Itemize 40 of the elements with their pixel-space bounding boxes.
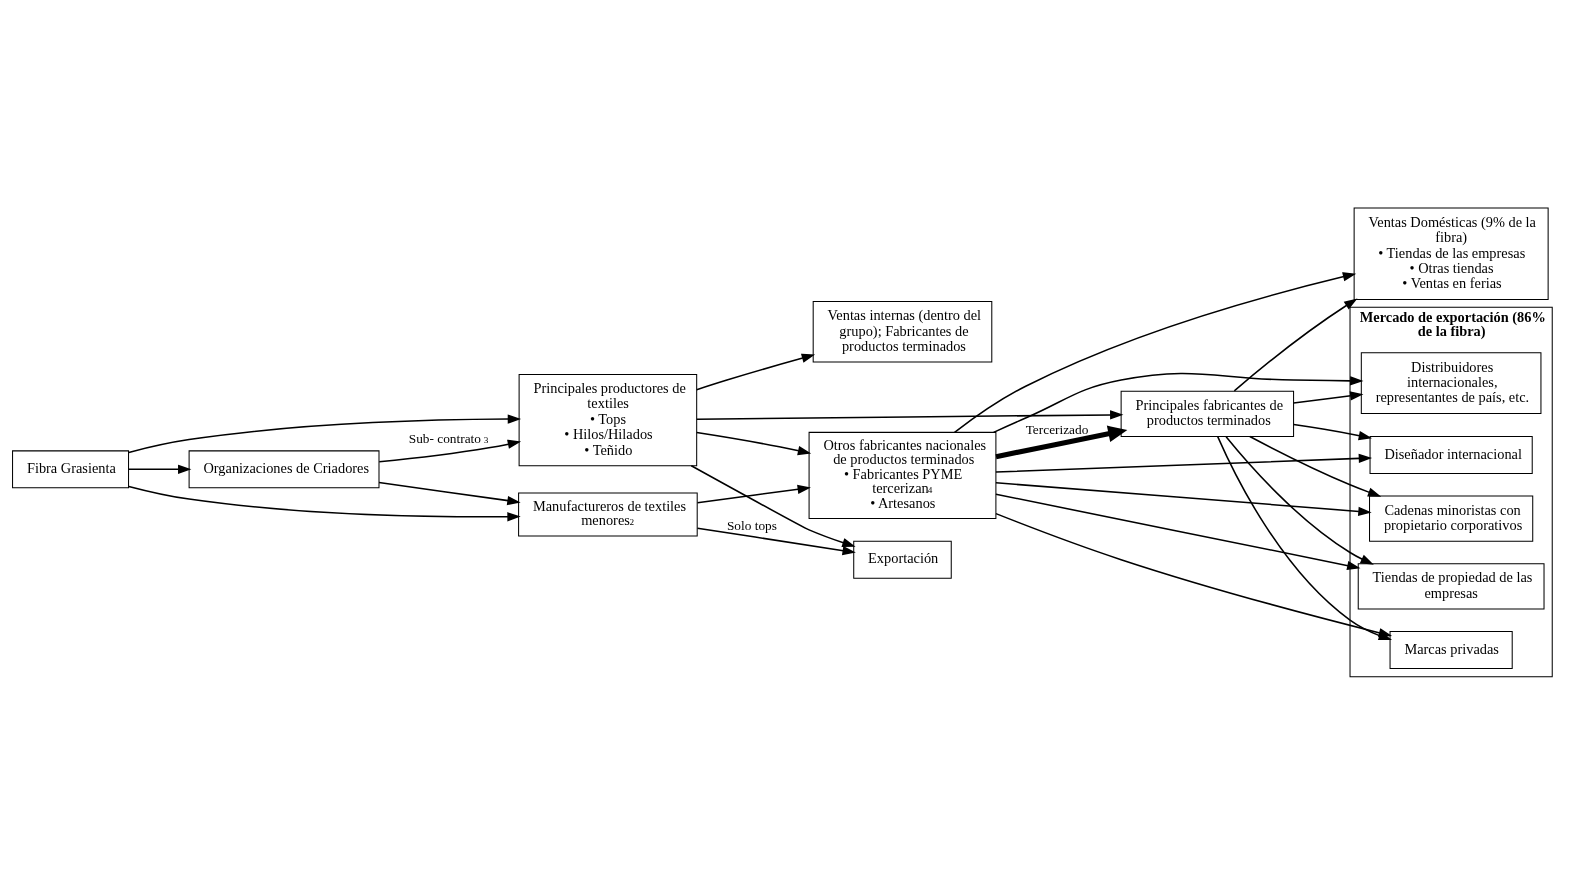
arrow bbox=[696, 410, 1124, 420]
node-box: Principales fabricantes de productos terminados bbox=[1120, 390, 1295, 437]
arrow bbox=[995, 482, 1372, 517]
arrow bbox=[695, 353, 816, 391]
arrow bbox=[1249, 435, 1382, 497]
arrow bbox=[128, 414, 522, 454]
node-box: Distribuidores internacionales, representantes de país, etc. bbox=[1360, 352, 1542, 414]
node-box: Ventas internas (dentro del grupo); Fabricantes de productos terminados bbox=[812, 301, 993, 363]
arrow bbox=[995, 512, 1393, 638]
arrow bbox=[696, 484, 811, 504]
edge-label: Tercerizado bbox=[1025, 421, 1089, 437]
arrow bbox=[995, 453, 1373, 473]
arrow bbox=[995, 425, 1128, 460]
arrow bbox=[1292, 423, 1373, 441]
arrow bbox=[1233, 298, 1358, 392]
arrow bbox=[128, 464, 192, 474]
arrow bbox=[992, 372, 1364, 434]
arrow bbox=[1292, 391, 1364, 404]
node-box: Organizaciones de Criadores bbox=[188, 450, 380, 489]
node-box: Marcas privadas bbox=[1389, 631, 1513, 669]
node-box: Exportación bbox=[853, 540, 952, 579]
node-box: Tiendas de propiedad de las empresas bbox=[1357, 563, 1545, 610]
arrow bbox=[696, 527, 856, 556]
edge-label: Solo tops bbox=[726, 518, 777, 534]
node-box: Manufactureros de textiles menores2 bbox=[518, 492, 698, 537]
node-box: Diseñador internacional bbox=[1369, 435, 1533, 474]
arrow bbox=[378, 481, 521, 506]
node-box: Cadenas minoristas con propietario corporativos bbox=[1369, 495, 1534, 542]
node-box: Principales productores de textiles • Tops • Hilos/Hilados • Teñido bbox=[518, 373, 698, 467]
arrow bbox=[995, 493, 1361, 571]
arrow bbox=[953, 272, 1357, 434]
arrow bbox=[695, 431, 812, 456]
node-box: Otros fabricantes nacionales de productos terminados • Fabricantes PYME tercerizan4 • Artesanos bbox=[808, 431, 997, 520]
arrow bbox=[1225, 436, 1374, 565]
arrow bbox=[128, 485, 521, 522]
node-box: Ventas Domésticas (9% de la fibra) • Tiendas de las empresas • Otras tiendas • Ventas en ferias bbox=[1353, 207, 1549, 300]
arrow bbox=[378, 439, 522, 463]
edge-label: Sub- contrato3 bbox=[408, 431, 489, 447]
arrow bbox=[690, 465, 856, 548]
node-box: Fibra Grasienta bbox=[12, 450, 130, 489]
